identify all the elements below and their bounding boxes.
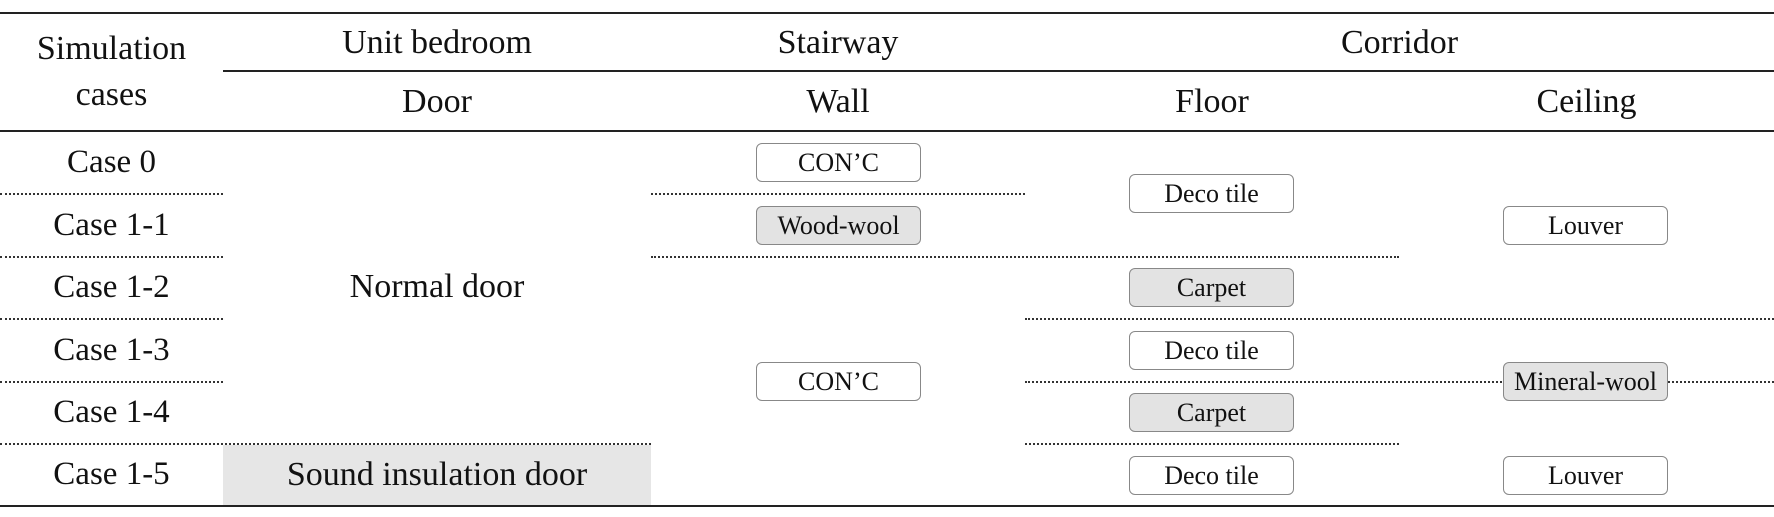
case-separator bbox=[0, 318, 223, 320]
floor-deco-tile-box: Deco tile bbox=[1129, 331, 1294, 370]
wall-conc-box: CON’C bbox=[756, 143, 921, 182]
ceiling-louver-box: Louver bbox=[1503, 456, 1668, 495]
floor-ceiling-separator bbox=[1025, 318, 1774, 320]
ceiling-louver-box: Louver bbox=[1503, 206, 1668, 245]
case-label: Case 1-4 bbox=[53, 393, 170, 430]
wall-floor-separator bbox=[651, 256, 1399, 258]
header-floor: Floor bbox=[1175, 83, 1249, 120]
wall-separator bbox=[651, 193, 1025, 195]
header-simulation-cases-line2: cases bbox=[75, 76, 148, 113]
door-sound-insulation: Sound insulation door bbox=[286, 456, 588, 493]
ceiling-mineral-wool-box: Mineral-wool bbox=[1503, 362, 1668, 401]
header-sub-rule bbox=[223, 70, 1774, 72]
table-top-rule bbox=[0, 12, 1774, 14]
case-separator bbox=[0, 193, 223, 195]
case-label: Case 1-5 bbox=[53, 456, 170, 492]
wall-wood-wool-box: Wood-wool bbox=[756, 206, 921, 245]
floor-carpet-box: Carpet bbox=[1129, 393, 1294, 432]
header-wall: Wall bbox=[806, 83, 870, 120]
door-sound-insulation-highlight bbox=[223, 445, 651, 505]
header-door: Door bbox=[402, 83, 472, 120]
case-separator bbox=[0, 443, 651, 445]
wall-conc-box: CON’C bbox=[756, 362, 921, 401]
case-separator bbox=[0, 381, 223, 383]
header-simulation-cases-line1: Simulation bbox=[36, 30, 187, 67]
header-ceiling: Ceiling bbox=[1536, 83, 1637, 120]
header-corridor: Corridor bbox=[1340, 24, 1459, 61]
floor-deco-tile-box: Deco tile bbox=[1129, 456, 1294, 495]
floor-carpet-box: Carpet bbox=[1129, 268, 1294, 307]
floor-ceiling-separator bbox=[1025, 381, 1774, 383]
header-bottom-rule bbox=[0, 130, 1774, 132]
header-simulation-cases: Simulation cases bbox=[0, 22, 223, 122]
floor-separator bbox=[1025, 443, 1399, 445]
header-unit-bedroom: Unit bedroom bbox=[342, 24, 532, 61]
case-label: Case 1-3 bbox=[53, 331, 170, 368]
floor-deco-tile-box: Deco tile bbox=[1129, 174, 1294, 213]
case-label: Case 1-2 bbox=[53, 268, 170, 305]
case-label: Case 1-1 bbox=[53, 206, 170, 243]
table-bottom-rule bbox=[0, 505, 1774, 507]
header-stairway: Stairway bbox=[777, 24, 899, 61]
case-separator bbox=[0, 256, 223, 258]
case-label: Case 0 bbox=[67, 143, 156, 180]
door-normal: Normal door bbox=[349, 268, 525, 305]
